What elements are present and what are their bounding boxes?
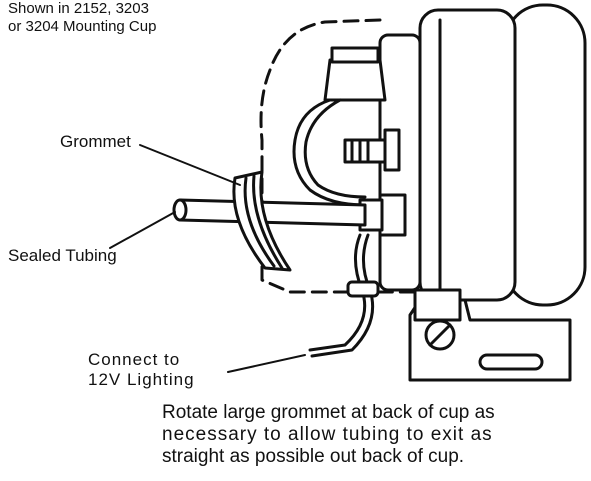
grommet <box>232 170 292 272</box>
note-line3: straight as possible out back of cup. <box>162 446 465 467</box>
mounting-cup-label: Shown in 2152, 3203 or 3204 Mounting Cup <box>8 0 156 36</box>
sealed-tubing-label: Sealed Tubing <box>8 246 117 265</box>
note-line1: Rotate large grommet at back of cup as <box>162 402 495 423</box>
gauge-body <box>418 8 517 302</box>
note-line2: necessary to allow tubing to exit as <box>162 424 493 445</box>
connect-lighting-label: Connect to 12V Lighting <box>88 350 195 390</box>
sealed-tubing <box>178 198 367 227</box>
grommet-label: Grommet <box>60 132 131 151</box>
connect-leader <box>227 354 306 373</box>
mounting-cup-line2: or 3204 Mounting Cup <box>8 18 157 35</box>
light-socket <box>323 58 387 102</box>
tube-fitting <box>378 193 407 237</box>
grommet-leader <box>139 144 241 186</box>
connect-line2: 12V Lighting <box>88 370 195 389</box>
instruction-note: Rotate large grommet at back of cup as n… <box>162 402 495 468</box>
gauge-bezel <box>503 3 587 307</box>
connect-line1: Connect to <box>88 350 181 369</box>
tubing-leader <box>109 211 176 249</box>
mounting-cup-outline <box>259 18 422 294</box>
mounting-cup-line1: Shown in 2152, 3203 <box>8 0 149 17</box>
